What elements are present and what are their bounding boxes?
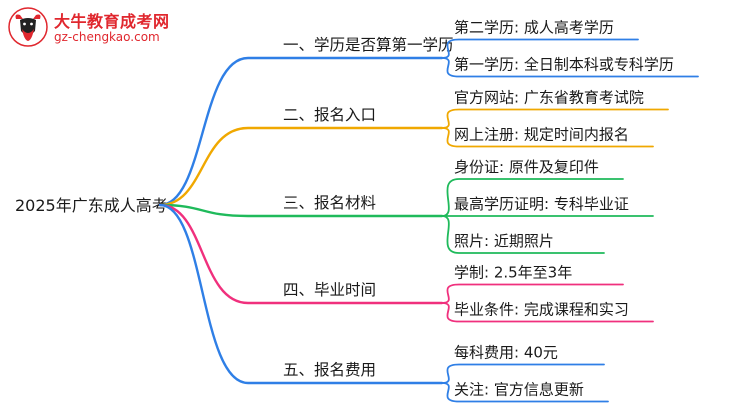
leaf-connector [441, 363, 605, 384]
watermark: 大牛教育成考网 gz-chengkao.com [4, 2, 204, 54]
watermark-url: gz-chengkao.com [54, 30, 160, 44]
branch-connector [158, 203, 444, 218]
branch-connector [158, 203, 444, 305]
leaf-connector [441, 127, 654, 148]
branch-node: 三、报名材料 [283, 194, 376, 212]
branch-node: 四、毕业时间 [283, 281, 376, 299]
leaf-node: 官方网站: 广东省教育考试院 [454, 89, 644, 107]
leaf-connector [441, 38, 639, 59]
leaf-connector [441, 178, 624, 217]
leaf-connector [441, 382, 609, 403]
leaf-node: 第一学历: 全日制本科或专科学历 [454, 56, 674, 74]
leaf-node: 每科费用: 40元 [454, 344, 558, 362]
leaf-node: 照片: 近期照片 [454, 232, 554, 250]
branch-node: 一、学历是否算第一学历 [283, 35, 454, 54]
branch-connector [158, 56, 444, 207]
branch-node: 二、报名入口 [283, 106, 376, 124]
root-node: 2025年广东成人高考 [15, 196, 168, 215]
leaf-node: 毕业条件: 完成课程和实习 [454, 301, 629, 319]
leaf-connector [441, 57, 699, 78]
leaf-connector [441, 215, 605, 254]
branch-connector [158, 126, 444, 207]
leaf-node: 最高学历证明: 专科毕业证 [454, 195, 629, 213]
branch-connector [158, 203, 444, 385]
leaf-node: 学制: 2.5年至3年 [454, 264, 572, 282]
branch-node: 五、报名费用 [283, 361, 376, 379]
leaf-node: 网上注册: 规定时间内报名 [454, 126, 629, 144]
leaf-connector [441, 302, 654, 323]
leaf-node: 身份证: 原件及复印件 [454, 158, 599, 176]
watermark-title: 大牛教育成考网 [54, 12, 170, 31]
leaf-node: 关注: 官方信息更新 [454, 381, 584, 399]
leaf-node: 第二学历: 成人高考学历 [454, 19, 614, 37]
leaf-connector [441, 283, 624, 304]
leaf-connector [441, 108, 669, 129]
bull-head-logo-icon [8, 7, 48, 47]
